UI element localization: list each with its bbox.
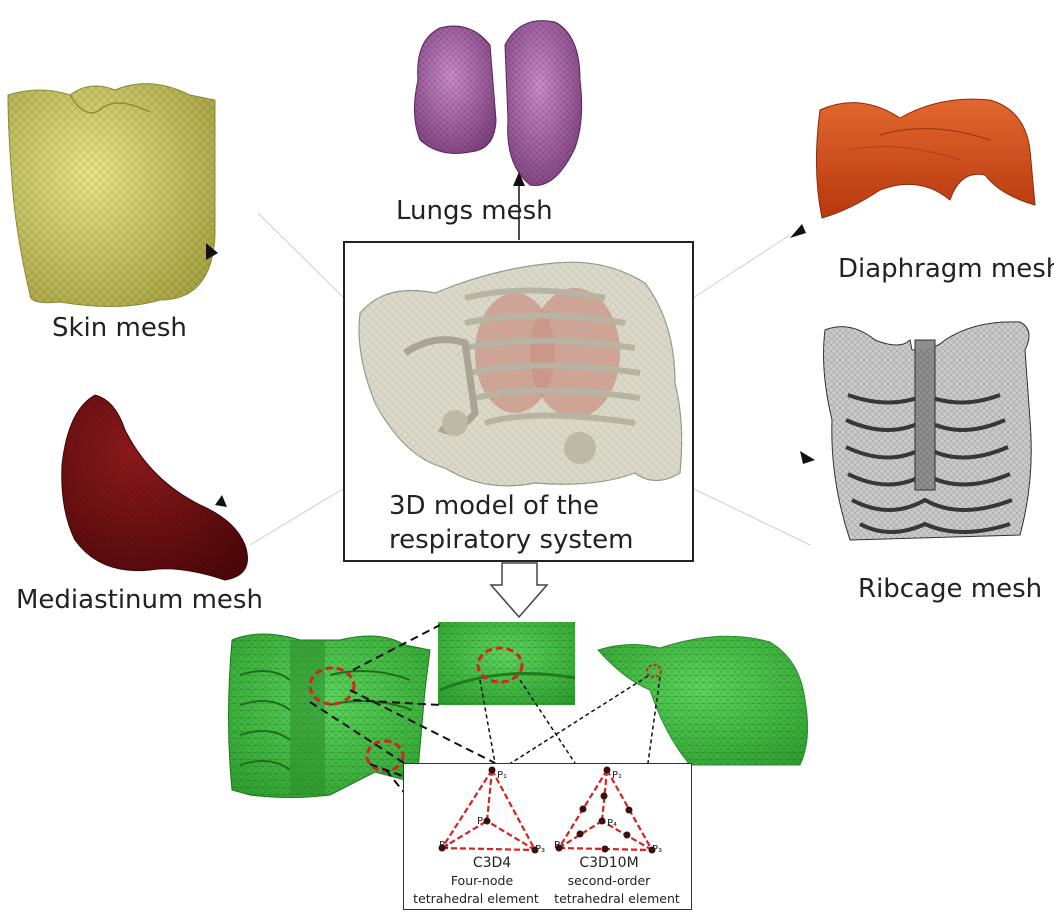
c3d10m-p4: P₄ (607, 818, 617, 829)
arrow-marker-diaphragm (790, 224, 806, 238)
respiratory-model-panel: 3D model of the respiratory system (343, 241, 694, 562)
diaphragm-mesh-image (816, 99, 1035, 218)
c3d4-p2: P₂ (439, 840, 449, 851)
c3d10m-desc-line2: tetrahedral element (547, 891, 687, 907)
c3d10m-p3: P₃ (652, 844, 662, 855)
arrow-marker-mediastinum (215, 495, 227, 507)
c3d10m-p2: P₂ (554, 840, 564, 851)
lungs-mesh-image (414, 21, 581, 186)
c3d10m-desc-line1: second-order (544, 873, 674, 889)
skin-mesh-image (8, 84, 215, 307)
c3d4-p4: P₄ (477, 816, 487, 827)
mediastinum-label: Mediastinum mesh (16, 585, 263, 615)
c3d4-p1: P₁ (497, 770, 507, 781)
c3d4-code: C3D4 (442, 855, 542, 871)
skin-label: Skin mesh (52, 313, 187, 343)
c3d10m-p1: P₁ (612, 770, 622, 781)
c3d4-desc-line1: Four-node (417, 873, 547, 889)
lungs-label: Lungs mesh (396, 196, 553, 226)
c3d10m-tetrahedron (559, 770, 652, 850)
c3d4-desc-line2: tetrahedral element (406, 891, 546, 907)
fem-zoom-green (438, 622, 575, 705)
ribcage-mesh-image (824, 322, 1032, 540)
c3d4-p3: P₃ (535, 844, 545, 855)
diaphragm-label: Diaphragm mesh (838, 254, 1054, 284)
ribcage-label: Ribcage mesh (858, 574, 1042, 604)
arrow-marker-ribcage (800, 451, 815, 464)
fem-body-green (598, 636, 808, 765)
center-label-line2: respiratory system (389, 525, 633, 555)
c3d4-tetrahedron (442, 770, 535, 850)
center-label-line1: 3D model of the (389, 491, 599, 521)
down-hollow-arrow (491, 563, 547, 617)
mediastinum-mesh-image (62, 395, 248, 580)
c3d10m-code: C3D10M (554, 855, 664, 871)
tetrahedral-elements-panel: P₁ P₂ P₃ P₄ P₁ P₂ P₃ P₄ C3D4 Four-node t… (403, 763, 692, 910)
